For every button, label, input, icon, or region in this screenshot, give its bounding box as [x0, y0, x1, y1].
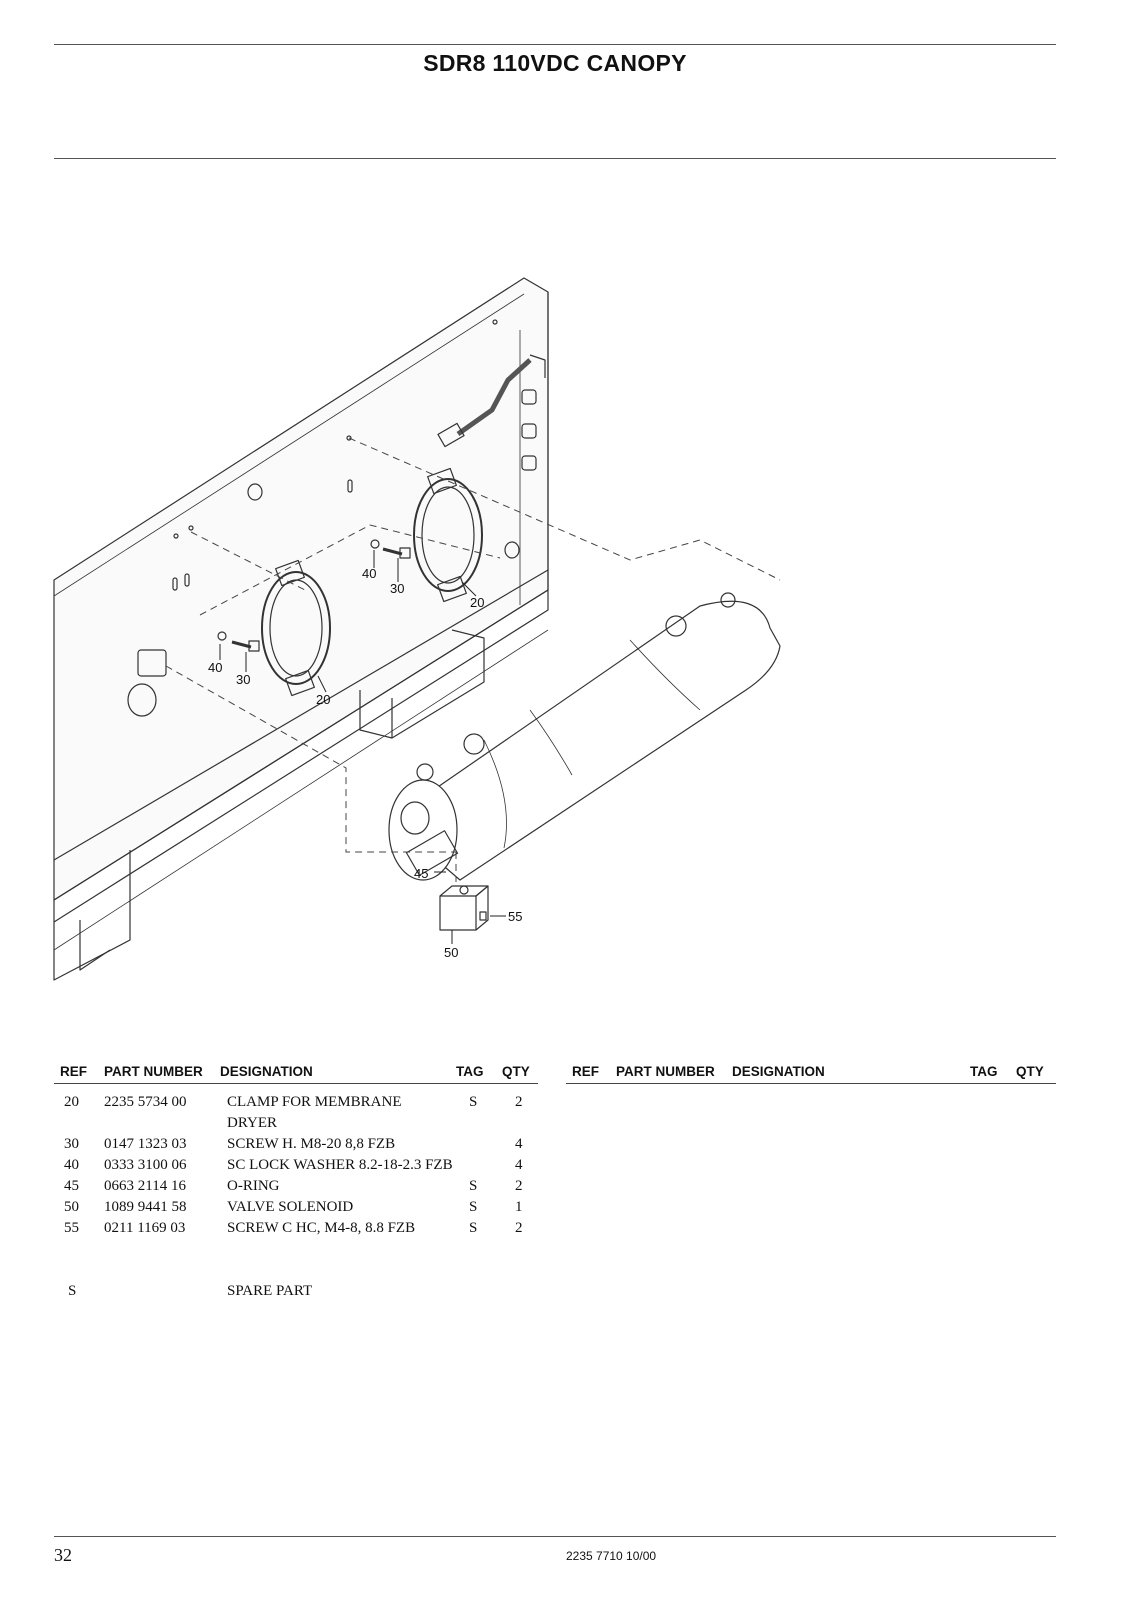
table-row: 50 1089 9441 58 VALVE SOLENOID S 1 — [0, 1199, 560, 1220]
col-header-part-number: PART NUMBER — [616, 1064, 715, 1079]
callout-30-upper: 30 — [390, 581, 404, 596]
table-row: 55 0211 1169 03 SCREW C HC, M4-8, 8.8 FZ… — [0, 1220, 560, 1241]
footer-rule — [54, 1536, 1056, 1537]
title-bottom-rule — [54, 158, 1056, 159]
row-ref: 50 — [64, 1199, 79, 1215]
row-tag: S — [469, 1094, 478, 1110]
row-qty: 2 — [515, 1094, 523, 1110]
row-part-number: 1089 9441 58 — [104, 1199, 187, 1215]
col-header-tag: TAG — [456, 1064, 484, 1079]
clamp-upper — [413, 478, 483, 592]
header-rule-left — [54, 1083, 538, 1084]
top-rule — [54, 44, 1056, 45]
col-header-qty: QTY — [1016, 1064, 1044, 1079]
row-ref: 55 — [64, 1220, 79, 1236]
canopy-rail — [53, 589, 549, 923]
legend-meaning: SPARE PART — [227, 1283, 313, 1299]
exploded-view-drawing: 40 30 20 40 30 20 45 55 50 — [53, 277, 781, 981]
callout-40-lower: 40 — [208, 660, 222, 675]
col-header-tag: TAG — [970, 1064, 998, 1079]
row-designation: SCREW C HC, M4-8, 8.8 FZB — [227, 1220, 416, 1236]
col-header-ref: REF — [60, 1064, 87, 1079]
row-designation: SCREW H. M8-20 8,8 FZB — [227, 1136, 396, 1152]
membrane-dryer — [388, 592, 781, 881]
col-header-ref: REF — [572, 1064, 599, 1079]
row-ref: 20 — [64, 1094, 79, 1110]
callout-45: 45 — [414, 866, 428, 881]
solenoid-valve — [439, 885, 489, 931]
table-row: 20 2235 5734 00 CLAMP FOR MEMBRANE S 2 — [0, 1094, 560, 1115]
document-number: 2235 7710 10/00 — [566, 1549, 657, 1563]
row-tag: S — [469, 1199, 478, 1215]
callout-20-lower: 20 — [316, 692, 330, 707]
row-part-number: 0147 1323 03 — [104, 1136, 187, 1152]
table-row: 30 0147 1323 03 SCREW H. M8-20 8,8 FZB 4 — [0, 1136, 560, 1157]
bracket — [359, 629, 485, 739]
col-header-designation: DESIGNATION — [732, 1064, 825, 1079]
row-part-number: 0663 2114 16 — [104, 1178, 186, 1194]
row-tag: S — [469, 1220, 478, 1236]
callout-40-upper: 40 — [362, 566, 376, 581]
table-row: DRYER — [0, 1115, 560, 1136]
callout-50: 50 — [444, 945, 458, 960]
callout-55: 55 — [508, 909, 522, 924]
row-designation: O-RING — [227, 1178, 280, 1194]
row-qty: 2 — [515, 1178, 523, 1194]
legend-row: S SPARE PART — [0, 1283, 560, 1304]
table-row: 40 0333 3100 06 SC LOCK WASHER 8.2-18-2.… — [0, 1157, 560, 1178]
col-header-part-number: PART NUMBER — [104, 1064, 203, 1079]
row-qty: 4 — [515, 1157, 523, 1173]
page-number: 32 — [54, 1545, 72, 1565]
row-qty: 4 — [515, 1136, 523, 1152]
row-part-number: 0333 3100 06 — [104, 1157, 187, 1173]
row-designation: DRYER — [227, 1115, 278, 1131]
connector-plug — [137, 649, 167, 677]
header-rule-right — [566, 1083, 1056, 1084]
col-header-qty: QTY — [502, 1064, 530, 1079]
row-qty: 1 — [515, 1199, 523, 1215]
col-header-designation: DESIGNATION — [220, 1064, 313, 1079]
callout-30-lower: 30 — [236, 672, 250, 687]
row-designation: SC LOCK WASHER 8.2-18-2.3 FZB — [227, 1157, 453, 1173]
row-part-number: 0211 1169 03 — [104, 1220, 186, 1236]
row-ref: 40 — [64, 1157, 79, 1173]
row-tag: S — [469, 1178, 478, 1194]
row-part-number: 2235 5734 00 — [104, 1094, 187, 1110]
page-title: SDR8 110VDC CANOPY — [423, 50, 687, 76]
row-designation: VALVE SOLENOID — [227, 1199, 354, 1215]
clamp-lower — [261, 571, 331, 685]
callout-20-upper: 20 — [470, 595, 484, 610]
table-row: 45 0663 2114 16 O-RING S 2 — [0, 1178, 560, 1199]
hose — [456, 358, 532, 437]
row-designation: CLAMP FOR MEMBRANE — [227, 1094, 402, 1110]
row-ref: 30 — [64, 1136, 79, 1152]
row-ref: 45 — [64, 1178, 79, 1194]
row-qty: 2 — [515, 1220, 523, 1236]
legend-symbol: S — [68, 1283, 77, 1299]
